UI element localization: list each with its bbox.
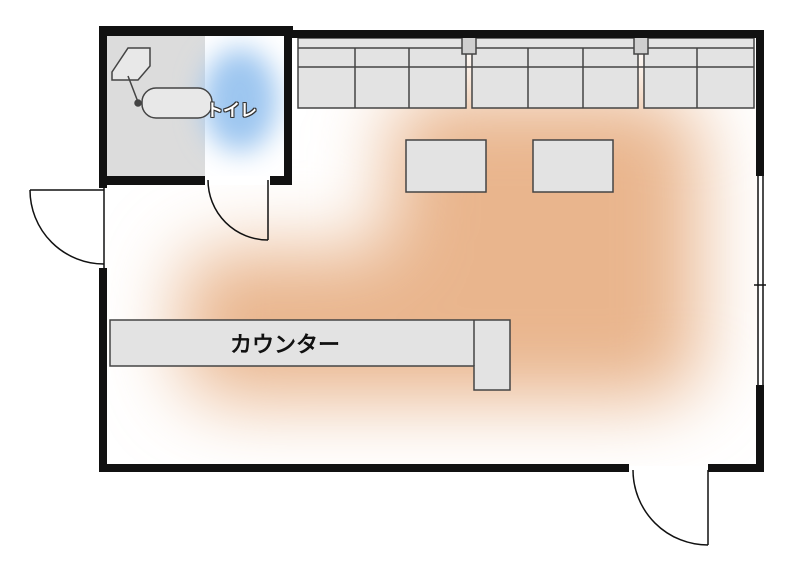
sofa-bench — [297, 35, 755, 109]
door-left — [29, 188, 105, 268]
toilet-fixture — [111, 47, 213, 119]
window-right — [754, 176, 766, 385]
table-left — [405, 139, 487, 193]
door-bottom — [632, 469, 709, 546]
toilet-glow — [202, 48, 278, 152]
counter — [109, 319, 511, 391]
walls — [99, 26, 764, 472]
toilet-label: トイレ — [206, 101, 257, 121]
door-toilet — [207, 179, 269, 241]
counter-label: カウンター — [230, 333, 341, 358]
table-right — [532, 139, 614, 193]
